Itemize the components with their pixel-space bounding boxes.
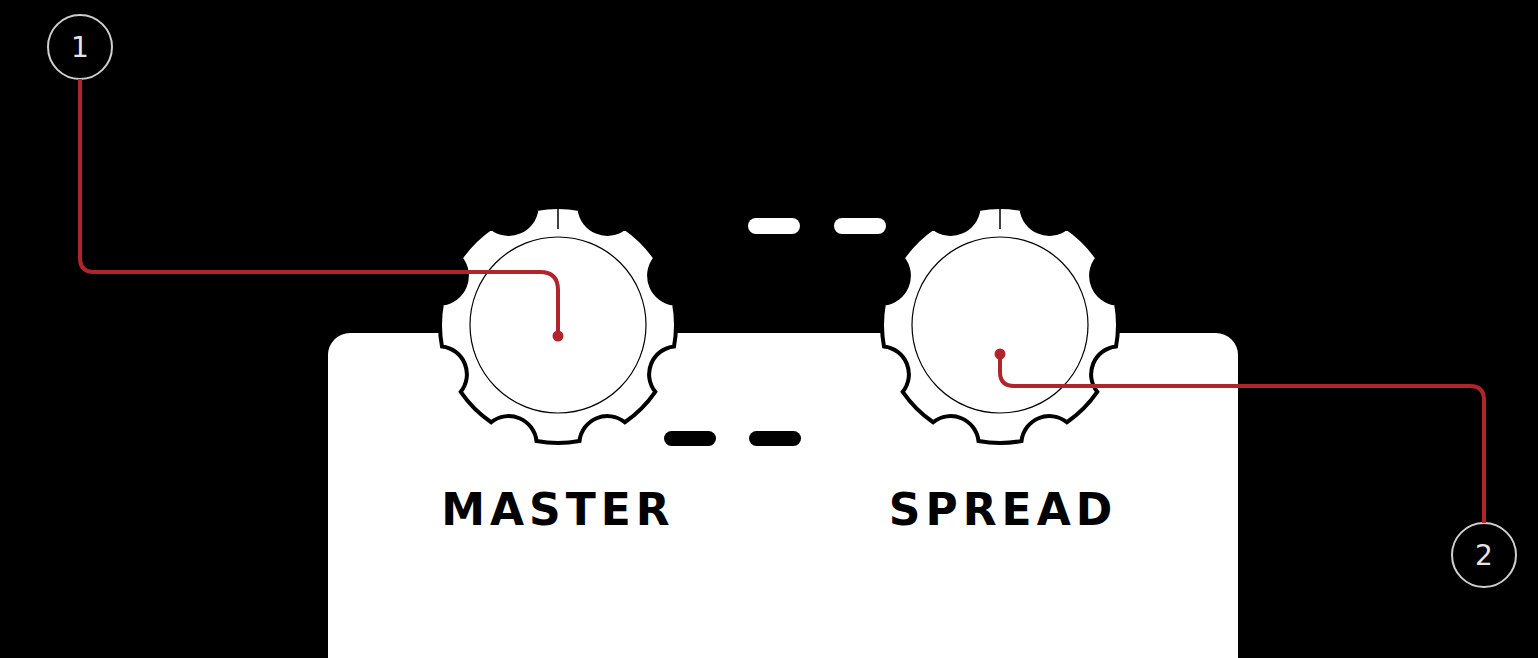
knob xyxy=(882,205,1118,443)
callout-number: 1 xyxy=(71,34,89,62)
leader-line xyxy=(80,79,558,336)
leader-dot xyxy=(553,331,564,342)
callout-number: 2 xyxy=(1475,542,1493,570)
callout-circle xyxy=(1452,523,1516,587)
knob-pointer xyxy=(999,205,1001,229)
callout-circle xyxy=(48,15,112,79)
indicator-dash xyxy=(664,431,716,446)
knob-outline xyxy=(882,207,1118,443)
control-label: SPREAD xyxy=(889,488,1117,532)
indicator-dash xyxy=(834,218,886,234)
indicator-dash xyxy=(748,218,800,234)
knob-pointer xyxy=(557,205,559,229)
control-label: MASTER xyxy=(441,488,674,532)
leader-dot xyxy=(995,349,1006,360)
indicator-dash xyxy=(749,431,801,446)
